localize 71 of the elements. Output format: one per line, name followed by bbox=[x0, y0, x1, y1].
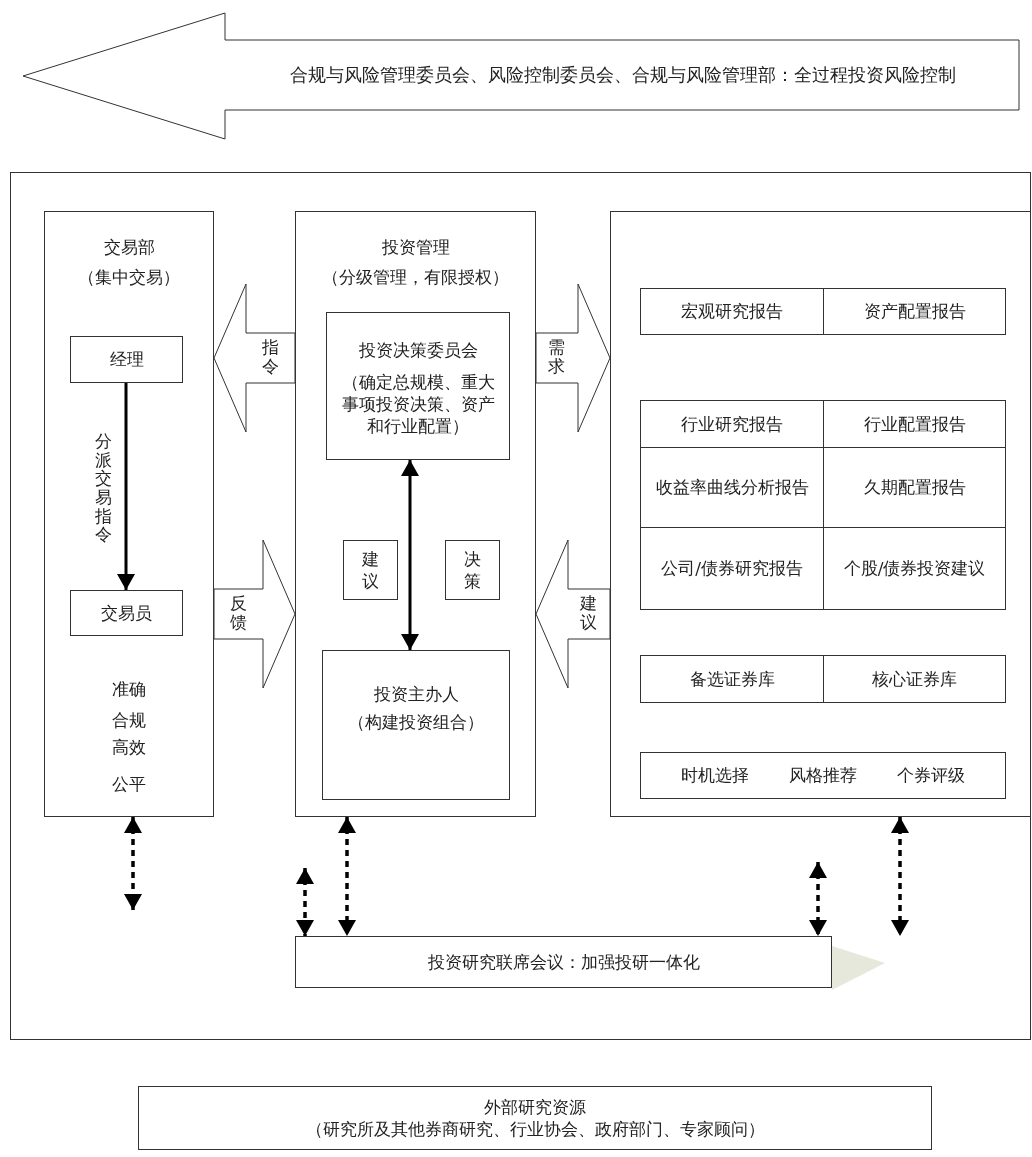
node-text: 时机选择 bbox=[681, 764, 749, 787]
block-arrow bbox=[535, 283, 611, 433]
body-text: 风格推荐 bbox=[789, 764, 857, 787]
process-box bbox=[295, 936, 832, 988]
department-panel bbox=[44, 211, 214, 817]
node-text: 个股/债券投资建议 bbox=[843, 557, 986, 580]
node-text: 宏观研究报告 bbox=[681, 300, 783, 323]
dashed-arrow bbox=[891, 817, 909, 936]
heading-text: 投资管理 bbox=[381, 236, 450, 259]
process-box bbox=[70, 590, 183, 636]
table-cell bbox=[640, 400, 824, 448]
body-text: （研究所及其他券商研究、行业协会、政府部门、专家顾问） bbox=[305, 1118, 765, 1141]
tag-text: 决策 bbox=[464, 547, 481, 593]
edge-label: 建议 bbox=[580, 594, 597, 632]
edge-label: 需求 bbox=[548, 338, 565, 376]
body-text: （分级管理，有限授权） bbox=[322, 266, 509, 289]
edge-label: 分派交易指令 bbox=[95, 432, 112, 545]
block-arrow bbox=[213, 283, 296, 433]
body-text: （确定总规模、重大事项投资决策、资产和行业配置） bbox=[340, 371, 496, 438]
node-text: 行业研究报告 bbox=[681, 412, 783, 436]
dashed-arrow bbox=[809, 862, 827, 936]
process-box bbox=[138, 1086, 932, 1150]
node-text: 久期配置报告 bbox=[863, 476, 966, 499]
body-text: 准确 bbox=[112, 678, 146, 701]
table-cell bbox=[823, 400, 1006, 448]
edge-label: 反馈 bbox=[229, 594, 247, 632]
process-box bbox=[70, 336, 183, 383]
process-box bbox=[326, 312, 510, 460]
node-text: 经理 bbox=[109, 348, 144, 371]
node-text: 投资研究联席会议：加强投研一体化 bbox=[427, 950, 700, 974]
table-cell bbox=[823, 288, 1006, 335]
block-arrow bbox=[213, 539, 296, 689]
tag-text: 建议 bbox=[362, 547, 379, 593]
department-panel bbox=[610, 211, 1031, 817]
department-panel bbox=[295, 211, 536, 817]
arrow bbox=[401, 460, 419, 650]
node-text: 公司/债券研究报告 bbox=[661, 557, 803, 580]
heading-text: 投资决策委员会 bbox=[358, 339, 478, 362]
node-text: 资产配置报告 bbox=[863, 300, 966, 323]
dashed-arrow bbox=[124, 817, 142, 910]
block-arrow bbox=[535, 539, 611, 689]
arrow bbox=[117, 383, 135, 590]
body-text: （构建投资组合） bbox=[348, 711, 484, 734]
body-text: 个券评级 bbox=[897, 764, 965, 787]
node-text: 交易员 bbox=[101, 601, 152, 625]
node-text: 备选证券库 bbox=[689, 667, 775, 691]
process-box bbox=[322, 650, 510, 800]
arrow-banner bbox=[22, 12, 1020, 140]
dashed-arrow bbox=[296, 868, 314, 936]
table-cell bbox=[640, 527, 824, 610]
edge-label: 指令 bbox=[261, 338, 279, 376]
dashed-arrow bbox=[338, 817, 356, 936]
body-text: 高效 bbox=[112, 736, 146, 759]
heading-text: 投资主办人 bbox=[373, 683, 459, 706]
process-box bbox=[640, 752, 1006, 799]
body-text: 合规 bbox=[112, 709, 146, 732]
table-cell bbox=[823, 527, 1006, 610]
node-text: 行业配置报告 bbox=[863, 412, 966, 436]
body-text: （集中交易） bbox=[78, 266, 180, 289]
table-cell bbox=[823, 655, 1006, 703]
table-cell bbox=[640, 655, 824, 703]
node-text: 核心证券库 bbox=[872, 667, 957, 691]
node-text: 收益率曲线分析报告 bbox=[655, 476, 809, 499]
outer-frame bbox=[10, 172, 1031, 1040]
tag-box bbox=[343, 540, 398, 600]
banner-text: 合规与风险管理委员会、风险控制委员会、合规与风险管理部：全过程投资风险控制 bbox=[289, 63, 956, 87]
table-cell bbox=[640, 288, 824, 335]
node-text: 外部研究资源 bbox=[484, 1095, 586, 1118]
heading-text: 交易部 bbox=[103, 236, 155, 259]
body-text: 公平 bbox=[112, 773, 146, 796]
tag-box bbox=[445, 540, 500, 600]
